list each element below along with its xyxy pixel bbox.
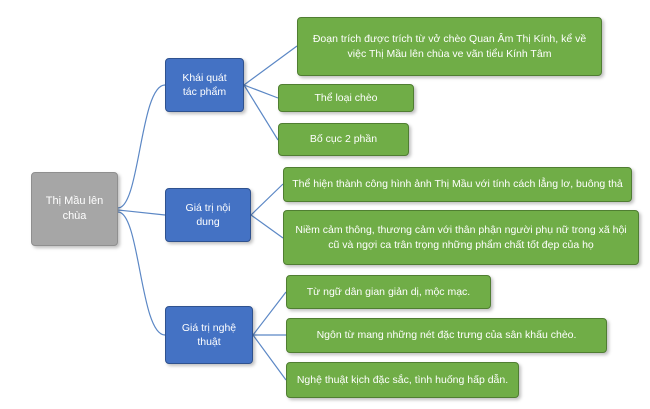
- leaf-node-nghe-thuat-kich: Nghệ thuật kịch đặc sắc, tình huống hấp …: [286, 362, 519, 398]
- category-node-noi-dung: Giá trị nội dung: [165, 188, 251, 242]
- connector-cat0-leaf0: [243, 45, 298, 86]
- connector-cat0-leaf1: [243, 84, 279, 99]
- connector-cat1-leaf1: [250, 214, 284, 239]
- leaf-node-bo-cuc: Bố cục 2 phần: [278, 123, 409, 156]
- connector-cat0-leaf2: [243, 84, 279, 141]
- connector-root-cat-0: [117, 84, 166, 209]
- leaf-node-hinh-anh-thi-mau: Thể hiện thành công hình ảnh Thị Mầu với…: [283, 167, 632, 202]
- root-node: Thị Mầu lên chùa: [31, 172, 118, 246]
- leaf-node-the-loai: Thể loại chèo: [278, 84, 414, 112]
- leaf-node-tu-ngu: Từ ngữ dân gian giản dị, mộc mạc.: [286, 275, 491, 309]
- connector-root-cat-2: [117, 211, 166, 336]
- category-node-khai-quat: Khái quát tác phẩm: [165, 58, 244, 112]
- leaf-node-ngon-tu: Ngôn từ mang những nét đặc trưng của sân…: [286, 318, 607, 353]
- leaf-node-cam-thong: Niềm cảm thông, thương cảm với thân phận…: [283, 210, 639, 265]
- connector-cat1-leaf0: [250, 183, 284, 216]
- connector-cat2-leaf0: [252, 291, 287, 336]
- leaf-node-trich-doan: Đoạn trích được trích từ vở chèo Quan Âm…: [297, 17, 602, 76]
- connector-cat2-leaf2: [252, 334, 287, 381]
- connector-root-cat-1: [117, 209, 166, 216]
- category-node-nghe-thuat: Giá trị nghệ thuật: [165, 306, 253, 364]
